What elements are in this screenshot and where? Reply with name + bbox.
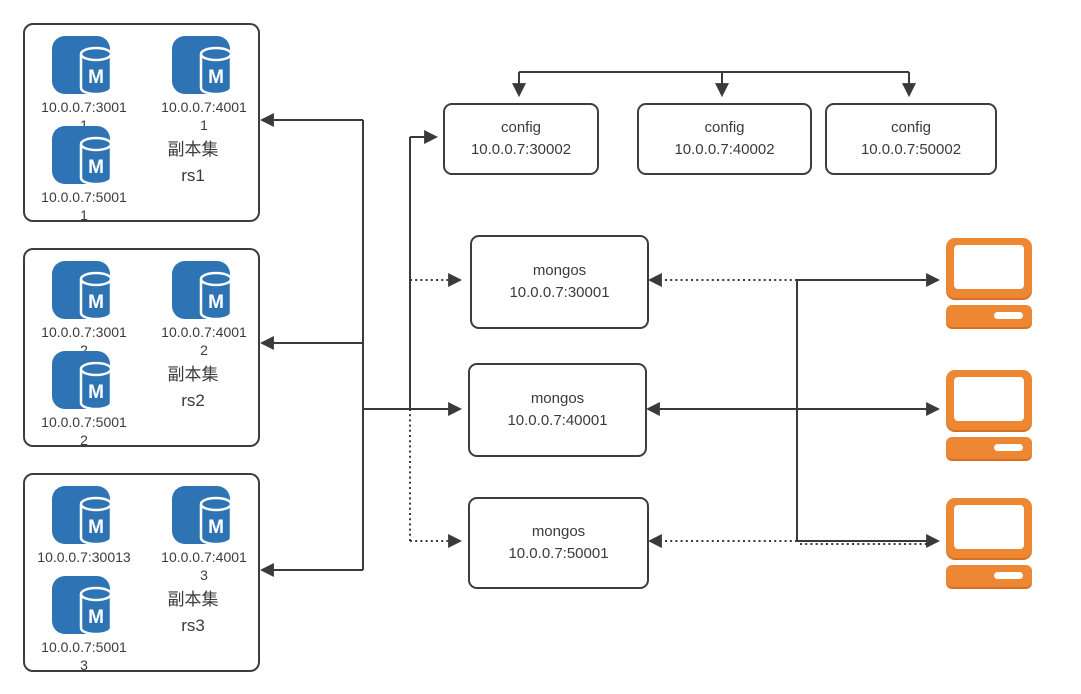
mongodb-icon: M: [52, 351, 113, 411]
node-address: 10.0.0.7:30013: [37, 549, 131, 565]
replica-set-label: 副本集 rs3: [131, 587, 255, 640]
mongodb-node: M 10.0.0.7:50013: [26, 576, 142, 674]
mongos-address: 10.0.0.7:40001: [507, 412, 608, 429]
mongodb-node: M 10.0.0.7:40013: [146, 486, 262, 584]
mongodb-icon: M: [52, 36, 113, 96]
keyboard-slot: [994, 444, 1023, 451]
computer-icon: [946, 238, 1032, 298]
computer-screen: [954, 245, 1024, 289]
replica-set-name: rs2: [181, 391, 205, 411]
replica-set-label-text: 副本集: [167, 140, 219, 159]
config-address: 10.0.0.7:50002: [860, 141, 962, 158]
mongos-address: 10.0.0.7:50001: [508, 545, 609, 562]
mongodb-letter: M: [208, 67, 224, 88]
mongodb-icon: M: [172, 261, 233, 321]
replica-set-name: rs3: [181, 616, 205, 636]
mongos-title: mongos: [531, 522, 586, 540]
config-server-box-3: config 10.0.0.7:50002: [825, 103, 997, 175]
node-address: 10.0.0.7:50011: [41, 189, 127, 223]
computer-icon: [946, 498, 1032, 558]
keyboard-slot: [994, 572, 1023, 579]
computer-screen: [954, 505, 1024, 549]
computer-screen: [954, 377, 1024, 421]
client-computer-2: [946, 370, 1032, 459]
config-address: 10.0.0.7:30002: [470, 141, 572, 158]
mongodb-letter: M: [88, 67, 104, 88]
mongodb-node: M 10.0.0.7:30013: [26, 486, 142, 567]
mongodb-letter: M: [88, 607, 104, 628]
node-address: 10.0.0.7:50013: [41, 639, 127, 673]
mongodb-node: M 10.0.0.7:50011: [26, 126, 142, 224]
node-address: 10.0.0.7:30011: [41, 99, 127, 133]
replica-set-box-rs2: M 10.0.0.7:30012 M 10.0.0.7:40012 M 10.0…: [23, 248, 262, 449]
mongodb-letter: M: [88, 382, 104, 403]
replica-set-box-rs3: M 10.0.0.7:30013 M 10.0.0.7:40013 M 10.0…: [23, 473, 262, 674]
node-address: 10.0.0.7:50012: [41, 414, 127, 448]
mongodb-letter: M: [88, 517, 104, 538]
config-title: config: [500, 118, 542, 136]
replica-set-name: rs1: [181, 166, 205, 186]
config-title: config: [890, 118, 932, 136]
mongos-router-box-2: mongos 10.0.0.7:40001: [468, 363, 647, 457]
computer-keyboard: [946, 565, 1032, 587]
mongos-title: mongos: [530, 389, 585, 407]
mongodb-letter: M: [208, 517, 224, 538]
node-address: 10.0.0.7:30012: [41, 324, 127, 358]
replica-set-label-text: 副本集: [167, 365, 219, 384]
config-title: config: [704, 118, 745, 136]
mongodb-letter: M: [88, 292, 104, 313]
computer-keyboard: [946, 437, 1032, 459]
node-address: 10.0.0.7:40013: [161, 549, 247, 583]
mongodb-icon: M: [52, 126, 113, 186]
client-computer-1: [946, 238, 1032, 327]
replica-set-label: 副本集 rs1: [131, 137, 255, 190]
config-server-box-2: config 10.0.0.7:40002: [637, 103, 812, 175]
replica-set-label: 副本集 rs2: [131, 362, 255, 415]
replica-set-box-rs1: M 10.0.0.7:30011 M 10.0.0.7:40011 M 10.0…: [23, 23, 262, 224]
mongos-title: mongos: [532, 261, 587, 279]
mongos-router-box-3: mongos 10.0.0.7:50001: [468, 497, 649, 589]
mongodb-letter: M: [208, 292, 224, 313]
mongos-router-box-1: mongos 10.0.0.7:30001: [470, 235, 649, 329]
mongodb-node: M 10.0.0.7:30012: [26, 261, 142, 359]
replica-set-label-text: 副本集: [167, 590, 219, 609]
computer-icon: [946, 370, 1032, 430]
mongodb-node: M 10.0.0.7:50012: [26, 351, 142, 449]
node-address: 10.0.0.7:40011: [161, 99, 247, 133]
config-address: 10.0.0.7:40002: [674, 141, 775, 158]
mongos-address: 10.0.0.7:30001: [509, 284, 610, 301]
mongodb-icon: M: [172, 36, 233, 96]
mongodb-icon: M: [172, 486, 233, 546]
mongodb-node: M 10.0.0.7:40012: [146, 261, 262, 359]
mongodb-icon: M: [52, 486, 113, 546]
mongodb-node: M 10.0.0.7:40011: [146, 36, 262, 134]
keyboard-slot: [994, 312, 1023, 319]
config-server-box-1: config 10.0.0.7:30002: [443, 103, 599, 175]
mongodb-icon: M: [52, 576, 113, 636]
computer-keyboard: [946, 305, 1032, 327]
mongodb-icon: M: [52, 261, 113, 321]
client-computer-3: [946, 498, 1032, 587]
node-address: 10.0.0.7:40012: [161, 324, 247, 358]
mongodb-letter: M: [88, 157, 104, 178]
mongodb-node: M 10.0.0.7:30011: [26, 36, 142, 134]
